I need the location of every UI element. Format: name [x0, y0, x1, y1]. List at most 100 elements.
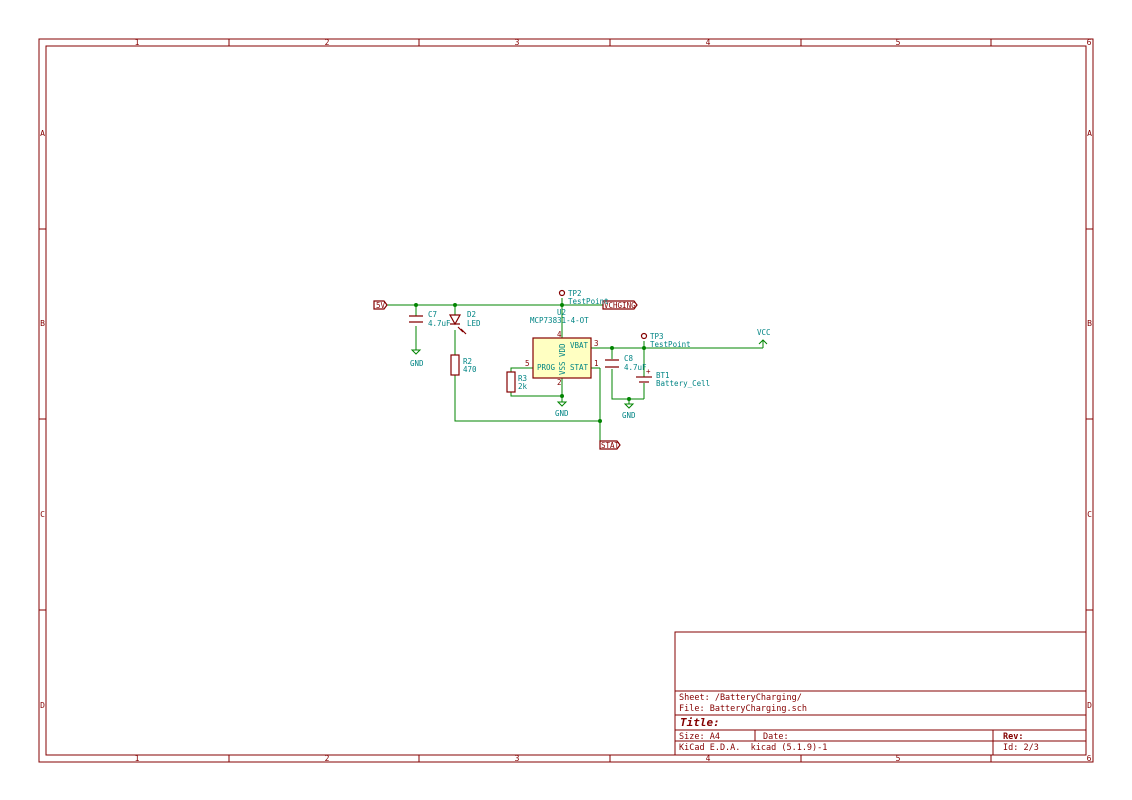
column-labels-top: 1 2 3 4 5 6	[135, 38, 1092, 47]
tool-version: KiCad E.D.A. kicad (5.1.9)-1	[679, 743, 827, 753]
schematic-shape[interactable]	[532, 337, 592, 379]
schematic-text[interactable]: C8	[624, 354, 634, 363]
battery-bt1[interactable]: + BT1 Battery_Cell	[636, 367, 710, 388]
schematic-text[interactable]: 4.7uF	[624, 363, 647, 372]
schematic-text[interactable]: PROG	[537, 363, 556, 372]
wires[interactable]	[387, 298, 768, 443]
schematic-text[interactable]: TestPoint	[650, 340, 691, 349]
gnd-symbol: GND	[410, 349, 424, 368]
junctions	[414, 303, 646, 423]
schematic-text[interactable]: C7	[428, 310, 437, 319]
ic-u2[interactable]: U2 MCP73831-4-OT VBAT STAT PROG VDD VSS …	[525, 308, 599, 387]
schematic-shape[interactable]	[558, 289, 566, 297]
file-name: File: BatteryCharging.sch	[679, 704, 807, 714]
schematic-text[interactable]: 3	[594, 339, 599, 348]
row-label: B	[1087, 319, 1092, 328]
schematic-text[interactable]: VDD	[558, 343, 567, 357]
size-label: Size: A4	[679, 732, 720, 742]
schematic-text[interactable]: LED	[467, 319, 481, 328]
schematic-text[interactable]: TestPoint	[568, 297, 609, 306]
schematic-shape[interactable]	[599, 440, 621, 450]
schematic-shape	[598, 419, 602, 423]
schematic-text[interactable]: VCHGING	[604, 301, 636, 310]
schematic-text[interactable]: VBAT	[570, 341, 589, 350]
schematic-text: GND	[410, 359, 424, 368]
schematic-shape	[556, 401, 568, 407]
schematic-text[interactable]: R3	[518, 374, 527, 383]
schematic-text[interactable]: STAT	[570, 363, 589, 372]
power-label-vcc[interactable]: VCC	[757, 328, 771, 337]
sheet-id: Id: 2/3	[1003, 743, 1039, 753]
resistor-r2[interactable]: R2 470	[450, 354, 477, 376]
schematic-shape[interactable]	[758, 339, 768, 348]
column-labels-bottom: 1 2 3 4 5 6	[135, 754, 1092, 763]
column-label: 2	[325, 754, 330, 763]
row-label: D	[1087, 701, 1092, 710]
schematic-shape[interactable]	[450, 354, 460, 376]
row-label: D	[40, 701, 45, 710]
schematic-text[interactable]: VSS	[558, 361, 567, 375]
schematic-text[interactable]: 2k	[518, 382, 528, 391]
capacitor-c7[interactable]: C7 4.7uF	[409, 310, 451, 328]
schematic-shape	[560, 394, 564, 398]
schematic-text[interactable]: 5V	[376, 301, 386, 310]
gnd-symbol: GND	[622, 403, 636, 420]
net-label-5v[interactable]: 5V	[373, 300, 388, 310]
schematic-text[interactable]: BT1	[656, 371, 670, 380]
schematic-text[interactable]: 1	[594, 359, 599, 368]
schematic-shape	[453, 303, 457, 307]
schematic-text[interactable]: Battery_Cell	[656, 379, 710, 388]
column-label: 3	[515, 38, 520, 47]
schematic-shape	[610, 346, 614, 350]
schematic-shape	[627, 397, 631, 401]
column-label: 4	[706, 38, 711, 47]
schematic-text[interactable]: 5	[525, 359, 530, 368]
led-d2[interactable]: D2 LED	[448, 310, 481, 335]
column-label: 5	[896, 754, 901, 763]
schematic-text[interactable]: TP2	[568, 289, 582, 298]
schematic-shape[interactable]	[602, 300, 638, 310]
schematic-text[interactable]: 4.7uF	[428, 319, 451, 328]
schematic-shape	[45, 45, 1087, 756]
schematic-shape	[410, 349, 422, 355]
schematic-text[interactable]: 2	[557, 378, 562, 387]
gnd-symbol: GND	[555, 401, 569, 418]
schematic-text[interactable]: 470	[463, 365, 477, 374]
schematic-shape[interactable]	[506, 371, 516, 393]
testpoint-tp2[interactable]: TP2 TestPoint	[558, 289, 609, 306]
schematic-text: GND	[622, 411, 636, 420]
row-label: A	[40, 129, 45, 138]
schematic-text: GND	[555, 409, 569, 418]
net-label-stat[interactable]: STAT	[599, 440, 621, 450]
schematic-shape[interactable]	[640, 332, 648, 340]
schematic-text[interactable]: D2	[467, 310, 476, 319]
schematic-shape[interactable]	[605, 359, 619, 368]
schematic-text[interactable]: MCP73831-4-OT	[530, 316, 589, 325]
row-label: A	[1087, 129, 1092, 138]
net-label-vchging[interactable]: VCHGING	[602, 300, 638, 310]
rev-label: Rev:	[1003, 732, 1023, 742]
resistor-r3[interactable]: R3 2k	[506, 371, 528, 393]
schematic-text[interactable]: 4	[557, 330, 562, 339]
capacitor-c8[interactable]: C8 4.7uF	[605, 354, 647, 372]
sheet-frame	[38, 38, 1094, 763]
schematic-shape	[414, 303, 418, 307]
schematic-shape[interactable]	[409, 315, 423, 323]
column-label: 5	[896, 38, 901, 47]
schematic-shape	[560, 303, 564, 307]
schematic-shape	[642, 346, 646, 350]
schematic-text[interactable]: U2	[557, 308, 566, 317]
schematic-shape[interactable]	[448, 314, 467, 335]
schematic-shape	[623, 403, 635, 409]
row-labels: A B C D A B C D	[40, 129, 1092, 710]
schematic-text[interactable]: STAT	[601, 441, 620, 450]
testpoint-tp3[interactable]: TP3 TestPoint	[640, 332, 691, 349]
schematic-text[interactable]: TP3	[650, 332, 664, 341]
schematic-text[interactable]: R2	[463, 357, 472, 366]
schematic-shape[interactable]	[387, 298, 763, 443]
schematic-text[interactable]: +	[646, 367, 651, 376]
row-label: B	[40, 319, 45, 328]
column-label: 6	[1087, 38, 1092, 47]
schematic-shape[interactable]	[373, 300, 388, 310]
